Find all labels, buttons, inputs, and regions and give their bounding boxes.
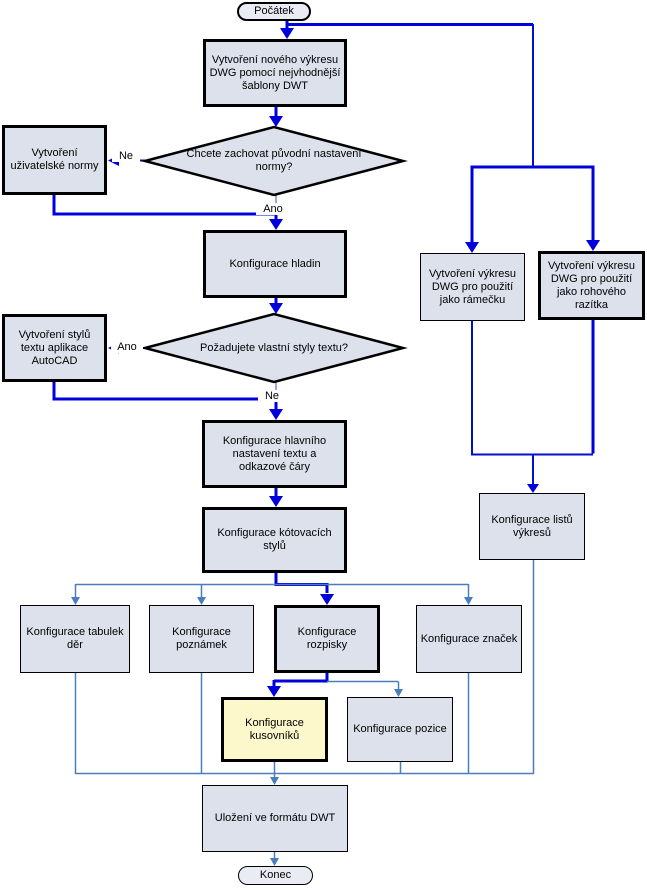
arrowheads-main [108,28,600,697]
decision-text-shape [140,312,408,384]
decision-standard-shape [140,125,408,197]
node-create-drawing-label: Vytvoření nového výkresu DWG pomocí nejv… [209,53,341,92]
node-title-block-label: Konfigurace rozpisky [297,626,357,651]
node-dim-styles: Konfigurace kótovacích stylů [202,507,347,573]
node-dim-styles-label: Konfigurace kótovacích stylů [217,527,332,552]
node-decision-standard-label: Chcete zachovat původní nastavení normy? [186,148,362,173]
node-frame: Vytvoření výkresu DWG pro použití jako r… [420,253,525,321]
node-sheets-label: Konfigurace listů výkresů [491,513,573,539]
node-symbols: Konfigurace značek [416,605,522,673]
node-create-drawing: Vytvoření nového výkresu DWG pomocí nejv… [203,39,347,107]
node-layers-label: Konfigurace hladin [229,257,321,270]
node-end-label: Konec [259,869,292,881]
node-decision-text: Požadujete vlastní styly textu? [174,334,374,362]
edge-label-standard-yes: Ano [256,203,290,215]
node-start-label: Počátek [254,5,294,17]
node-main-text-label: Konfigurace hlavního nastavení textu a o… [222,434,327,473]
node-title-block: Konfigurace rozpisky [274,605,380,673]
node-custom-standard-label: Vytvoření uživatelské normy [10,147,99,172]
node-parts-list-label: Konfigurace kusovníků [245,716,304,742]
node-balloons: Konfigurace pozice [347,697,453,762]
node-parts-list: Konfigurace kusovníků [221,697,328,762]
node-decision-standard: Chcete zachovat původní nastavení normy? [184,147,364,175]
node-corner-stamp-label: Vytvoření výkresu DWG pro použití jako r… [547,259,635,311]
edge-label-text-no: Ne [258,390,286,402]
node-layers: Konfigurace hladin [203,230,347,298]
node-notes-label: Konfigurace poznámek [172,626,231,651]
node-sheets: Konfigurace listů výkresů [479,493,585,560]
node-symbols-label: Konfigurace značek [420,632,518,645]
node-text-styles-label: Vytvoření stylů textu aplikace AutoCAD [18,328,91,367]
node-balloons-label: Konfigurace pozice [353,723,447,735]
node-main-text: Konfigurace hlavního nastavení textu a o… [202,420,347,488]
node-save: Uložení ve formátu DWT [202,785,348,852]
connectors-secondary [74,560,535,859]
arrowheads-secondary [71,597,473,866]
node-end: Konec [238,866,313,885]
node-hole-tables-label: Konfigurace tabulek děr [26,626,124,651]
edge-label-standard-no: Ne [112,150,140,162]
node-start: Počátek [237,2,311,21]
node-save-label: Uložení ve formátu DWT [214,812,336,824]
node-custom-standard: Vytvoření uživatelské normy [2,125,107,195]
node-corner-stamp: Vytvoření výkresu DWG pro použití jako r… [538,251,645,320]
edge-label-text-yes: Ano [111,341,143,353]
node-decision-text-label: Požadujete vlastní styly textu? [200,341,348,354]
node-frame-label: Vytvoření výkresu DWG pro použití jako r… [428,267,516,306]
node-text-styles: Vytvoření stylů textu aplikace AutoCAD [2,314,107,382]
node-notes: Konfigurace poznámek [149,605,254,673]
node-hole-tables: Konfigurace tabulek děr [20,605,130,673]
